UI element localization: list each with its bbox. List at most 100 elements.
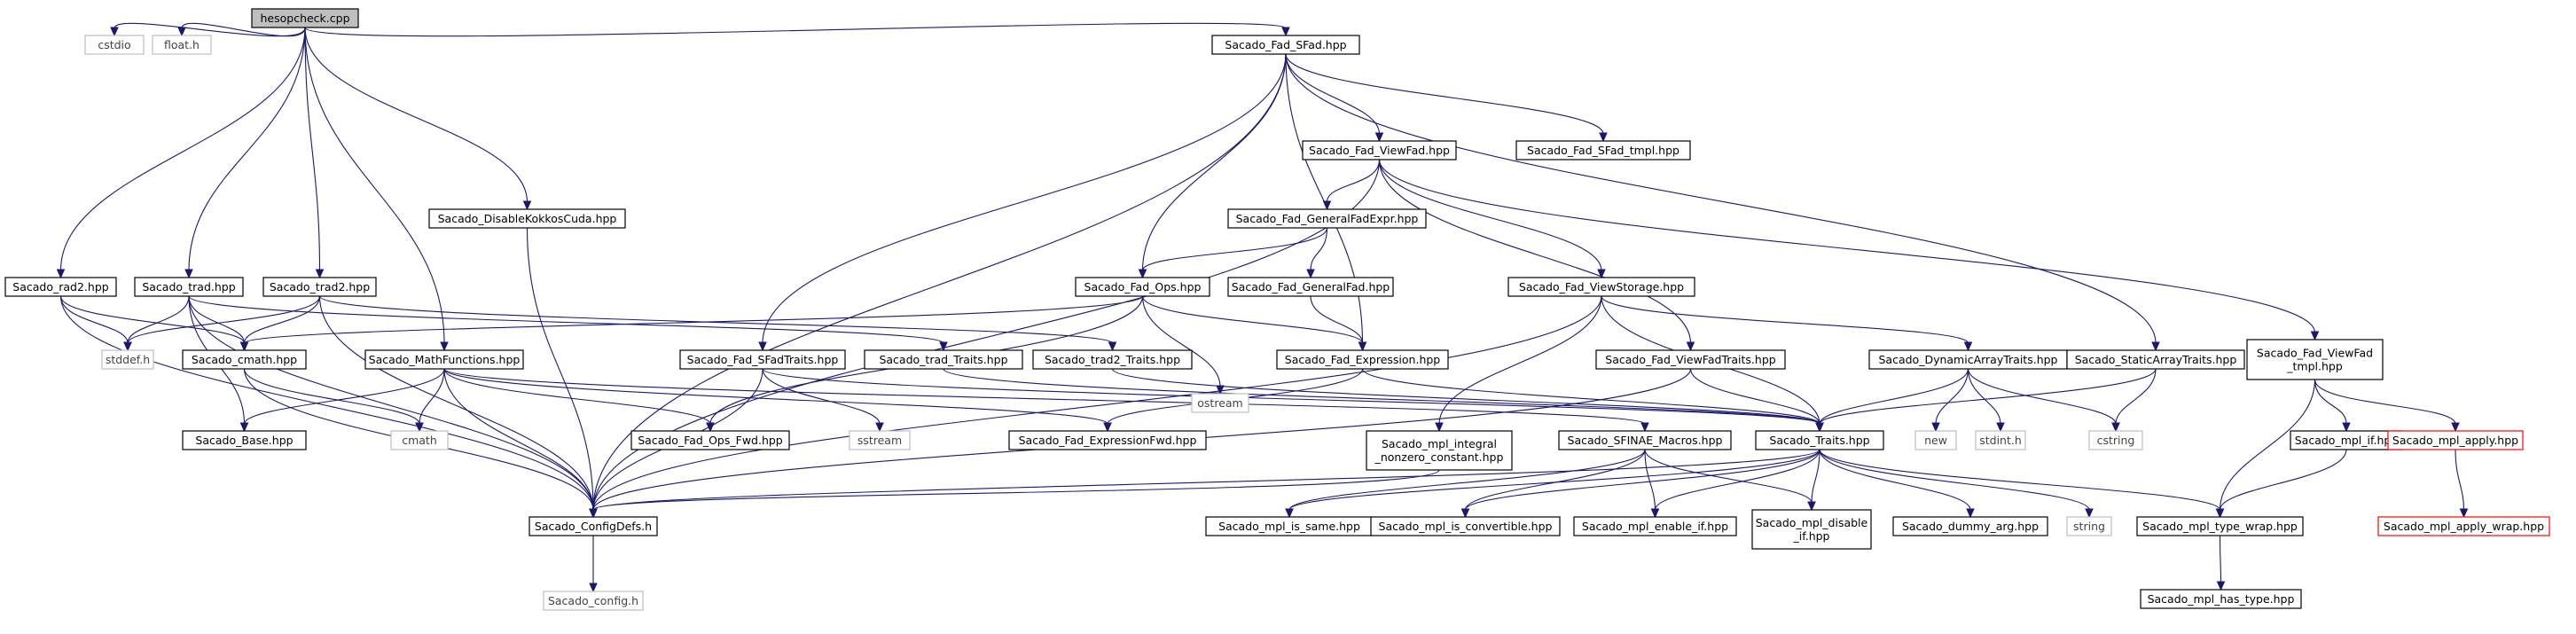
node-float[interactable]: float.h xyxy=(152,35,212,55)
node-sstream[interactable]: sstream xyxy=(849,430,911,450)
edge-root-to-disable xyxy=(304,27,532,211)
edge-traits-to-enableif xyxy=(1650,449,1820,519)
graph-edges xyxy=(56,22,2469,593)
node-label: Sacado_mpl_integral xyxy=(1382,437,1497,450)
node-cmathhpp[interactable]: Sacado_cmath.hpp xyxy=(182,349,307,370)
node-base[interactable]: Sacado_Base.hpp xyxy=(182,430,307,450)
node-trad2traits[interactable]: Sacado_trad2_Traits.hpp xyxy=(1032,349,1193,370)
node-label: Sacado_dummy_arg.hpp xyxy=(1902,520,2039,533)
node-sfadtmpl[interactable]: Sacado_Fad_SFad_tmpl.hpp xyxy=(1515,140,1691,160)
edge-genexpr-to-fadops xyxy=(1138,227,1328,279)
node-stddef[interactable]: stddef.h xyxy=(101,349,154,370)
node-fadops[interactable]: Sacado_Fad_Ops.hpp xyxy=(1075,277,1210,297)
edge-sfadtraits-to-traits xyxy=(762,368,1824,433)
node-label: _if.hpp xyxy=(1793,529,1830,543)
node-trad2[interactable]: Sacado_trad2.hpp xyxy=(262,277,377,297)
node-sfadtraits[interactable]: Sacado_Fad_SFadTraits.hpp xyxy=(679,349,846,370)
node-label: new xyxy=(1924,434,1947,447)
node-enableif[interactable]: Sacado_mpl_enable_if.hpp xyxy=(1573,516,1737,536)
edge-traits-to-isconv xyxy=(1460,449,1820,519)
node-root[interactable]: hesopcheck.cpp xyxy=(251,8,359,28)
edge-root-to-mathfn xyxy=(304,27,449,352)
node-label: Sacado_Fad_GeneralFadExpr.hpp xyxy=(1236,212,1419,225)
node-typewrap[interactable]: Sacado_mpl_type_wrap.hpp xyxy=(2136,516,2304,536)
node-ostream[interactable]: ostream xyxy=(1191,393,1249,413)
node-viewfadtraits[interactable]: Sacado_Fad_ViewFadTraits.hpp xyxy=(1595,349,1786,370)
node-mplapply[interactable]: Sacado_mpl_apply.hpp xyxy=(2387,430,2524,450)
edge-traits-to-issame xyxy=(1285,449,1820,519)
node-label: Sacado_DisableKokkosCuda.hpp xyxy=(438,212,617,225)
edge-dyntraits-to-traits xyxy=(1815,368,1969,433)
edge-viewfadtmpl-to-mplapply xyxy=(2314,379,2460,433)
node-genexpr[interactable]: Sacado_Fad_GeneralFadExpr.hpp xyxy=(1227,208,1427,229)
edge-sfadtraits-to-sstream xyxy=(762,368,884,433)
node-fadexpr[interactable]: Sacado_Fad_Expression.hpp xyxy=(1276,349,1449,370)
node-label: Sacado_Traits.hpp xyxy=(1769,434,1869,447)
edge-mathfn-to-sfinae xyxy=(443,368,1649,433)
node-traits[interactable]: Sacado_Traits.hpp xyxy=(1755,430,1884,450)
edge-mplapply-to-applywrap xyxy=(2455,449,2469,519)
edge-mathfn-to-exprfwd xyxy=(443,368,1112,433)
node-sfad[interactable]: Sacado_Fad_SFad.hpp xyxy=(1211,35,1360,55)
node-label: Sacado_mpl_if.hpp xyxy=(2295,434,2399,447)
node-exprfwd[interactable]: Sacado_Fad_ExpressionFwd.hpp xyxy=(1008,430,1207,450)
node-issame[interactable]: Sacado_mpl_is_same.hpp xyxy=(1205,516,1374,536)
edge-traits-to-configdefs xyxy=(589,449,1820,519)
edge-root-to-float xyxy=(177,22,306,37)
node-label: Sacado_Fad_SFad_tmpl.hpp xyxy=(1527,144,1679,157)
edge-trad-to-tradtraits xyxy=(188,295,948,352)
edge-traits-to-disableif xyxy=(1807,449,1820,512)
node-label: Sacado_mpl_enable_if.hpp xyxy=(1582,520,1728,533)
node-dummyarg[interactable]: Sacado_dummy_arg.hpp xyxy=(1892,516,2048,536)
node-mplint[interactable]: Sacado_mpl_integral_nonzero_constant.hpp xyxy=(1366,430,1513,471)
node-label: Sacado_Fad_Expression.hpp xyxy=(1285,353,1441,366)
node-label: Sacado_mpl_type_wrap.hpp xyxy=(2142,520,2298,533)
node-viewfad[interactable]: Sacado_Fad_ViewFad.hpp xyxy=(1302,140,1457,160)
node-cstring[interactable]: cstring xyxy=(2088,430,2143,450)
edge-fadops-to-fadexpr xyxy=(1141,295,1367,352)
node-disableif[interactable]: Sacado_mpl_disable_if.hpp xyxy=(1751,509,1872,550)
node-new[interactable]: new xyxy=(1914,430,1957,450)
edge-trad2-to-cmathhpp xyxy=(239,295,321,352)
node-label: Sacado_trad.hpp xyxy=(142,280,235,294)
node-label: Sacado_Fad_Ops_Fwd.hpp xyxy=(638,434,783,447)
node-mplif[interactable]: Sacado_mpl_if.hpp xyxy=(2290,430,2403,450)
node-label: string xyxy=(2073,520,2105,533)
edge-typewrap-to-hastype xyxy=(2216,535,2226,591)
node-label: Sacado_trad2.hpp xyxy=(270,280,370,294)
node-hastype[interactable]: Sacado_mpl_has_type.hpp xyxy=(2140,589,2302,609)
node-string[interactable]: string xyxy=(2066,516,2112,536)
edge-sfad-to-sfadtraits xyxy=(758,53,1287,352)
node-opsfwd[interactable]: Sacado_Fad_Ops_Fwd.hpp xyxy=(630,430,790,450)
node-rad2[interactable]: Sacado_rad2.hpp xyxy=(4,277,117,297)
node-label: Sacado_mpl_disable xyxy=(1756,516,1868,529)
node-label: float.h xyxy=(164,38,200,51)
node-label: Sacado_mpl_apply_wrap.hpp xyxy=(2384,520,2544,533)
edge-root-to-trad xyxy=(184,27,306,279)
node-configdefs[interactable]: Sacado_ConfigDefs.h xyxy=(529,516,658,536)
node-config[interactable]: Sacado_config.h xyxy=(543,591,644,611)
edge-viewfad-to-genexpr xyxy=(1322,159,1381,211)
node-isconv[interactable]: Sacado_mpl_is_convertible.hpp xyxy=(1370,516,1561,536)
node-sfinae[interactable]: Sacado_SFINAE_Macros.hpp xyxy=(1558,430,1732,450)
node-applywrap[interactable]: Sacado_mpl_apply_wrap.hpp xyxy=(2377,516,2550,536)
node-cstdio[interactable]: cstdio xyxy=(84,35,145,55)
node-tradtraits[interactable]: Sacado_trad_Traits.hpp xyxy=(864,349,1023,370)
node-genfad[interactable]: Sacado_Fad_GeneralFad.hpp xyxy=(1227,277,1394,297)
node-trad[interactable]: Sacado_trad.hpp xyxy=(134,277,244,297)
node-cmath[interactable]: cmath xyxy=(390,430,449,450)
node-dyntraits[interactable]: Sacado_DynamicArrayTraits.hpp xyxy=(1868,349,2068,370)
node-stdint[interactable]: stdint.h xyxy=(1975,430,2026,450)
edge-viewfadtmpl-to-mplif xyxy=(2314,379,2351,433)
node-viewfadtmpl[interactable]: Sacado_Fad_ViewFad_tmpl.hpp xyxy=(2246,339,2384,380)
node-disable[interactable]: Sacado_DisableKokkosCuda.hpp xyxy=(428,208,626,229)
node-stattraits[interactable]: Sacado_StaticArrayTraits.hpp xyxy=(2066,349,2245,370)
node-label: Sacado_DynamicArrayTraits.hpp xyxy=(1878,353,2057,366)
node-mathfn[interactable]: Sacado_MathFunctions.hpp xyxy=(364,349,524,370)
edge-rad2-to-stddef xyxy=(59,295,132,352)
node-label: Sacado_Fad_Ops.hpp xyxy=(1084,280,1202,294)
node-viewstorage[interactable]: Sacado_Fad_ViewStorage.hpp xyxy=(1507,277,1695,297)
edge-dyntraits-to-new xyxy=(1931,368,1969,433)
node-label: Sacado_mpl_is_convertible.hpp xyxy=(1379,520,1553,533)
edge-traits-to-dummyarg xyxy=(1819,449,1975,519)
